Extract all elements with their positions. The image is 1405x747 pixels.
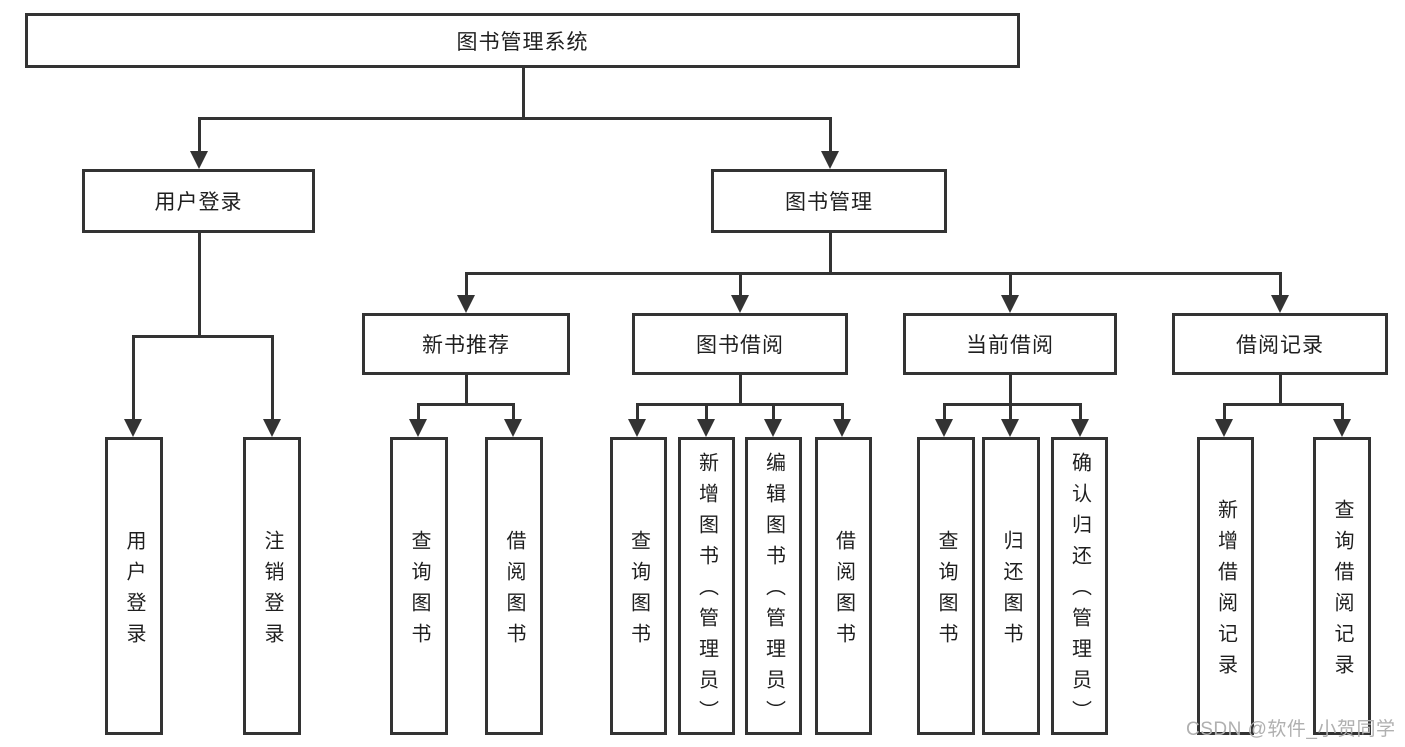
leaf-confirm-return-admin-label: 确认归还（管理员） — [1068, 452, 1091, 731]
node-current-borrow-label: 当前借阅 — [966, 334, 1054, 357]
arrow-down-icon — [124, 419, 142, 437]
connector-arrow-stem — [943, 403, 946, 425]
node-current-borrow: 当前借阅 — [903, 313, 1117, 375]
leaf-return-book-label: 归还图书 — [1000, 529, 1022, 654]
node-user-login: 用户登录 — [82, 169, 315, 233]
connector-new-book-stem — [465, 375, 468, 406]
arrow-down-icon — [731, 295, 749, 313]
arrow-down-icon — [1333, 419, 1351, 437]
node-borrow-records: 借阅记录 — [1172, 313, 1388, 375]
node-new-book-recommend-label: 新书推荐 — [422, 334, 510, 357]
leaf-query-books-current-label: 查询图书 — [935, 529, 957, 654]
leaf-borrow-books-label: 借阅图书 — [832, 529, 855, 654]
leaf-query-borrow-record: 查询借阅记录 — [1313, 437, 1371, 735]
leaf-logout-label: 注销登录 — [261, 529, 283, 654]
arrow-down-icon — [821, 151, 839, 169]
node-borrow-records-label: 借阅记录 — [1236, 334, 1324, 357]
leaf-add-book-admin-label: 新增图书（管理员） — [695, 452, 718, 731]
arrow-down-icon — [263, 419, 281, 437]
leaf-query-books-recommend: 查询图书 — [390, 437, 448, 735]
leaf-user-login: 用户登录 — [105, 437, 163, 735]
arrow-down-icon — [1001, 295, 1019, 313]
node-book-management-label: 图书管理 — [785, 191, 873, 214]
leaf-add-book-admin: 新增图书（管理员） — [678, 437, 735, 735]
connector-arrow-stem-leaf-logout — [271, 335, 274, 423]
arrow-down-icon — [935, 419, 953, 437]
connector-arrow-stem — [512, 403, 515, 425]
leaf-logout: 注销登录 — [243, 437, 301, 735]
connector-current-borrow-branch — [943, 403, 1082, 406]
connector-level1-branch — [198, 117, 832, 120]
connector-borrow-records-stem — [1279, 375, 1282, 406]
connector-arrow-stem — [705, 403, 708, 425]
connector-arrow-stem — [417, 403, 420, 425]
node-book-borrow-label: 图书借阅 — [696, 334, 784, 357]
node-new-book-recommend: 新书推荐 — [362, 313, 570, 375]
connector-book-management-stem — [829, 233, 832, 274]
leaf-query-books-current: 查询图书 — [917, 437, 975, 735]
arrow-down-icon — [1271, 295, 1289, 313]
leaf-borrow-books-recommend: 借阅图书 — [485, 437, 543, 735]
leaf-confirm-return-admin: 确认归还（管理员） — [1051, 437, 1108, 735]
connector-arrow-stem — [1341, 403, 1344, 425]
connector-arrow-stem — [772, 403, 775, 425]
arrow-down-icon — [628, 419, 646, 437]
arrow-down-icon — [1001, 419, 1019, 437]
connector-arrow-stem-book-borrow — [739, 272, 742, 300]
node-user-login-label: 用户登录 — [154, 191, 243, 214]
leaf-query-borrow-record-label: 查询借阅记录 — [1331, 498, 1353, 685]
arrow-down-icon — [457, 295, 475, 313]
connector-root-stem — [522, 68, 525, 120]
connector-arrow-stem — [1079, 403, 1082, 425]
connector-arrow-stem-book-management — [829, 117, 832, 155]
node-book-borrow: 图书借阅 — [632, 313, 848, 375]
node-root: 图书管理系统 — [25, 13, 1020, 68]
node-book-management: 图书管理 — [711, 169, 947, 233]
watermark: CSDN @软件_小贺同学 — [1186, 719, 1396, 740]
connector-arrow-stem-borrow-records — [1279, 272, 1282, 300]
connector-borrow-records-branch — [1223, 403, 1344, 406]
connector-user-login-branch — [132, 335, 274, 338]
leaf-query-books-recommend-label: 查询图书 — [408, 529, 430, 654]
arrow-down-icon — [504, 419, 522, 437]
connector-new-book-branch — [417, 403, 515, 406]
leaf-user-login-label: 用户登录 — [123, 529, 145, 654]
connector-arrow-stem-new-book — [465, 272, 468, 300]
connector-current-borrow-stem — [1009, 375, 1012, 406]
leaf-edit-book-admin-label: 编辑图书（管理员） — [762, 452, 785, 731]
connector-book-borrow-branch — [636, 403, 844, 406]
leaf-borrow-books-recommend-label: 借阅图书 — [503, 529, 525, 654]
connector-arrow-stem — [636, 403, 639, 425]
arrow-down-icon — [1215, 419, 1233, 437]
leaf-add-borrow-record: 新增借阅记录 — [1197, 437, 1254, 735]
arrow-down-icon — [697, 419, 715, 437]
connector-arrow-stem-user-login — [198, 117, 201, 155]
connector-user-login-stem — [198, 233, 201, 337]
leaf-add-borrow-record-label: 新增借阅记录 — [1214, 498, 1237, 685]
arrow-down-icon — [764, 419, 782, 437]
connector-book-borrow-stem — [739, 375, 742, 406]
arrow-down-icon — [409, 419, 427, 437]
leaf-query-books-borrow: 查询图书 — [610, 437, 667, 735]
leaf-query-books-borrow-label: 查询图书 — [627, 529, 650, 654]
leaf-edit-book-admin: 编辑图书（管理员） — [745, 437, 802, 735]
leaf-return-book: 归还图书 — [982, 437, 1040, 735]
arrow-down-icon — [190, 151, 208, 169]
node-root-label: 图书管理系统 — [456, 30, 589, 54]
arrow-down-icon — [833, 419, 851, 437]
connector-arrow-stem-current-borrow — [1009, 272, 1012, 300]
connector-level3-branch — [465, 272, 1282, 275]
connector-arrow-stem — [1009, 403, 1012, 425]
connector-arrow-stem-leaf-user-login — [132, 335, 135, 423]
connector-arrow-stem — [1223, 403, 1226, 425]
arrow-down-icon — [1071, 419, 1089, 437]
leaf-borrow-books: 借阅图书 — [815, 437, 872, 735]
connector-arrow-stem — [841, 403, 844, 425]
